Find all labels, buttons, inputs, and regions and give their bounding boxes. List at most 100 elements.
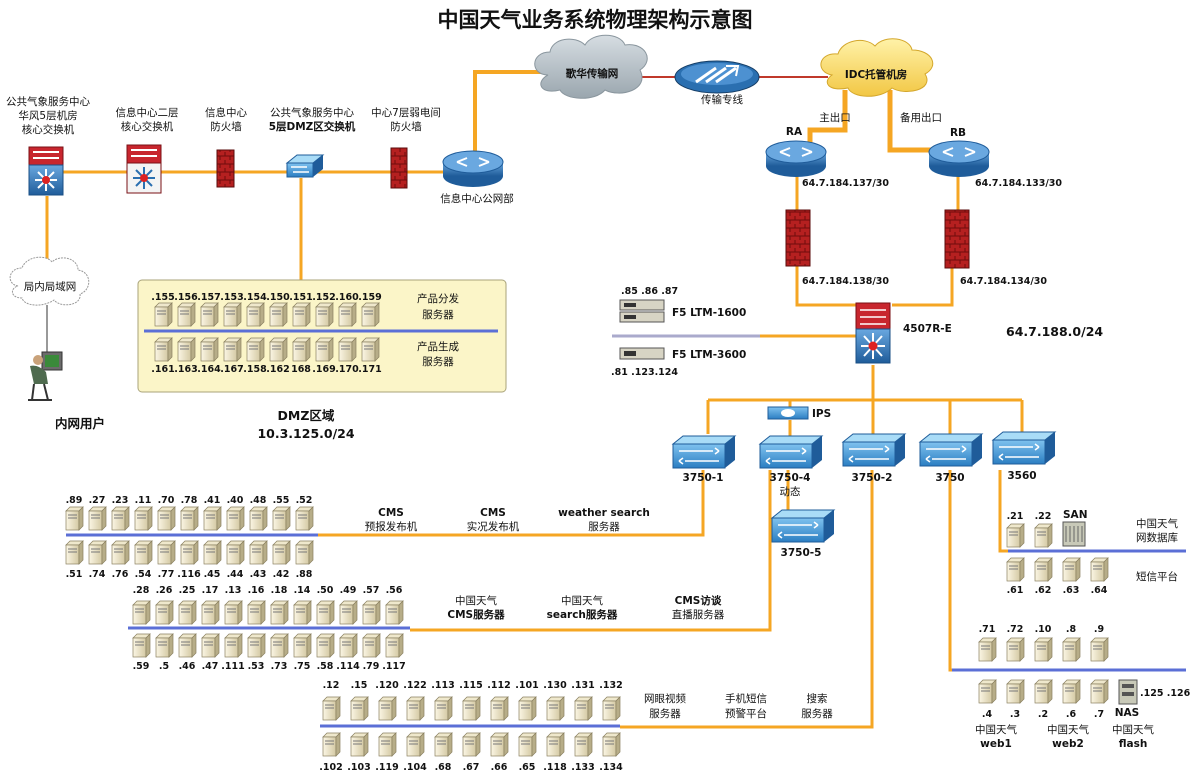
server-icon xyxy=(434,732,453,757)
ip-label: .12 xyxy=(323,680,340,691)
server-icon xyxy=(602,732,621,757)
server-icon xyxy=(65,540,84,565)
ip-label: .156 xyxy=(174,292,198,303)
ip-label: .3 xyxy=(1010,709,1020,720)
server-icon xyxy=(339,633,358,658)
ip-label: .62 xyxy=(1035,585,1052,596)
label-rb-ip: 64.7.184.133/30 xyxy=(975,178,1062,189)
ip-label: .78 xyxy=(181,495,198,506)
ip-label: .23 xyxy=(112,495,129,506)
ip-label: .11 xyxy=(135,495,152,506)
label-idc: IDC托管机房 xyxy=(845,68,907,81)
server-icon xyxy=(201,600,220,625)
server-icon xyxy=(316,600,335,625)
ip-label: .57 xyxy=(363,585,380,596)
server-icon xyxy=(178,600,197,625)
label-f5-3600: F5 LTM-3600 xyxy=(672,349,746,361)
ip-label: .45 xyxy=(204,569,221,580)
ip-label: .68 xyxy=(435,762,452,773)
ip-label: .56 xyxy=(386,585,403,596)
label-fw7-2: 防火墙 xyxy=(390,120,422,133)
server-icon xyxy=(434,696,453,721)
label-weather-search: weather search xyxy=(558,507,650,519)
label-web1-cn: 中国天气 xyxy=(975,723,1017,736)
ip-label: .21 xyxy=(1007,511,1024,522)
label-main-exit: 主出口 xyxy=(819,111,851,124)
server-icon xyxy=(293,600,312,625)
server-icon xyxy=(249,506,268,531)
label-product-gen-2: 服务器 xyxy=(422,355,454,368)
label-cms-2: CMS xyxy=(480,507,506,519)
ip-label: .167 xyxy=(220,364,243,375)
f5-ltm-1600 xyxy=(619,299,665,323)
server-icon xyxy=(295,540,314,565)
server-icon xyxy=(315,337,334,362)
ip-label: .73 xyxy=(271,661,288,672)
label-flash: flash xyxy=(1119,738,1148,750)
ip-label: .132 xyxy=(599,680,622,691)
label-cms-interview: CMS访谈 xyxy=(675,594,722,607)
label-web1: web1 xyxy=(980,738,1012,750)
ip-label: .25 xyxy=(179,585,196,596)
server-icon xyxy=(490,732,509,757)
ip-label: .14 xyxy=(294,585,311,596)
switch-3750-4 xyxy=(758,435,824,469)
server-icon xyxy=(111,506,130,531)
server-icon xyxy=(574,696,593,721)
label-rb: RB xyxy=(950,127,966,139)
label-cn-weather-1: 中国天气 xyxy=(455,594,497,607)
ip-label: .42 xyxy=(273,569,290,580)
server-icon xyxy=(602,696,621,721)
server-icon xyxy=(178,633,197,658)
ip-label: .10 xyxy=(1035,624,1052,635)
nas-storage xyxy=(1118,679,1138,705)
label-info-core-2: 核心交换机 xyxy=(121,120,174,133)
ip-label: .58 xyxy=(317,661,334,672)
server-icon xyxy=(224,633,243,658)
server-icon xyxy=(378,732,397,757)
dmz-switch xyxy=(285,154,325,178)
server-icon xyxy=(269,337,288,362)
diagram-title: 中国天气业务系统物理架构示意图 xyxy=(438,8,753,32)
server-icon xyxy=(88,506,107,531)
ip-label: .153 xyxy=(220,292,243,303)
server-icon xyxy=(362,633,381,658)
server-icon xyxy=(518,732,537,757)
rack-servers xyxy=(65,506,1109,757)
intranet-user-icon xyxy=(28,351,63,401)
ip-label: .26 xyxy=(156,585,173,596)
label-web2-cn: 中国天气 xyxy=(1047,723,1089,736)
server-icon xyxy=(338,302,357,327)
label-public-core-1: 公共气象服务中心 xyxy=(6,95,90,108)
server-icon xyxy=(226,540,245,565)
label-weather-search-server: 服务器 xyxy=(588,520,620,533)
server-icon xyxy=(574,732,593,757)
label-live-server: 直播服务器 xyxy=(672,608,725,621)
server-icon xyxy=(1006,523,1025,548)
ip-label: .4 xyxy=(982,709,993,720)
server-icon xyxy=(203,540,222,565)
ip-label: .103 xyxy=(347,762,370,773)
server-icon xyxy=(154,337,173,362)
ip-label: .118 xyxy=(543,762,567,773)
server-icon xyxy=(177,302,196,327)
server-icon xyxy=(1006,557,1025,582)
ip-label: .170 xyxy=(335,364,359,375)
ip-label: .77 xyxy=(158,569,175,580)
label-f5-bottom-ips: .81 .123.124 xyxy=(611,367,678,378)
server-icon xyxy=(361,337,380,362)
label-eye-video: 网眼视频 xyxy=(644,692,686,705)
label-3750: 3750 xyxy=(935,472,964,484)
label-4507: 4507R-E xyxy=(903,323,952,335)
label-cms-live: 实况发布机 xyxy=(467,520,520,533)
server-icon xyxy=(157,540,176,565)
ip-label: .18 xyxy=(271,585,288,596)
server-icon xyxy=(292,302,311,327)
label-mobile-sms: 手机短信 xyxy=(725,692,767,705)
label-public-core-2: 华风5层机房 xyxy=(18,109,77,122)
ip-label: .120 xyxy=(375,680,399,691)
server-icon xyxy=(1034,557,1053,582)
ip-label: .114 xyxy=(336,661,360,672)
label-backup-exit: 备用出口 xyxy=(900,111,942,124)
server-icon xyxy=(1034,637,1053,662)
